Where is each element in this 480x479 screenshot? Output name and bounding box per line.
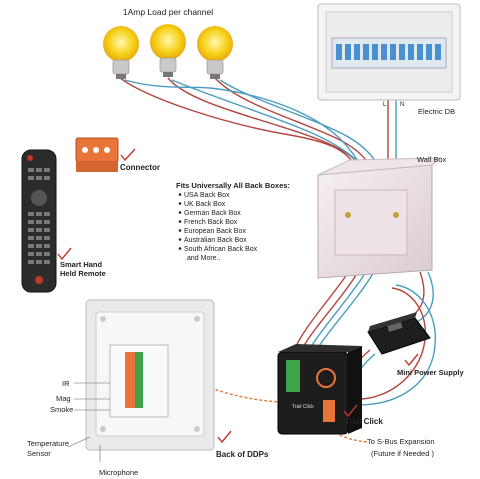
back-box-item: German Back Box — [184, 210, 241, 217]
remote-label-line2: Held Remote — [60, 269, 106, 278]
back-box-item: and More.. — [187, 255, 221, 262]
power-supply-check-icon — [404, 353, 419, 367]
back-of-ddps-label: Back of DDPs — [216, 450, 269, 459]
bulbs — [103, 24, 233, 79]
ddp-check-icon — [217, 430, 232, 444]
bulb-3 — [197, 26, 233, 79]
remote-check-icon — [57, 247, 72, 261]
microphone-label: Microphone — [99, 468, 138, 477]
back-box-bullet — [178, 238, 182, 241]
trail-click-terminals — [286, 360, 335, 422]
sensor-leaders — [67, 382, 110, 462]
sbus-label-line1: To S-Bus Expansion — [367, 437, 435, 446]
temperature-label-line2: Sensor — [27, 449, 51, 458]
back-box-item: South African Back Box — [184, 246, 258, 253]
electric-db — [317, 3, 461, 101]
mini-power-supply — [367, 312, 431, 355]
db-l-label: L — [383, 102, 387, 108]
back-box-bullet — [178, 247, 182, 250]
back-box-bullet — [178, 202, 182, 205]
temperature-label-line1: Temperature — [27, 439, 69, 448]
trail-click-device-label: Trail Click — [292, 404, 314, 410]
trail-click-label: Trail Click — [345, 417, 383, 426]
power-supply-label: Mini Power Supply — [397, 368, 465, 377]
wire-loop-1 — [344, 287, 426, 400]
back-box-item: USA Back Box — [184, 192, 230, 199]
breakers — [336, 44, 441, 60]
bulb-2 — [150, 24, 186, 77]
ir-label: IR — [62, 379, 70, 388]
db-n-label: N — [400, 102, 404, 108]
wire-red-1 — [119, 77, 361, 176]
smoke-label: Smoke — [50, 405, 73, 414]
connector-label: Connector — [120, 163, 160, 172]
remote-buttons — [28, 168, 50, 264]
ddp-terminals — [125, 352, 143, 408]
wall-box — [317, 157, 442, 279]
mag-label: Mag — [56, 394, 71, 403]
trail-click-logo: S — [323, 374, 328, 383]
back-box-bullet — [178, 220, 182, 223]
back-box-item: UK Back Box — [184, 201, 226, 208]
back-box-item: French Back Box — [184, 219, 238, 226]
ddp-panel — [85, 299, 215, 451]
sbus-label-line2: (Future if Needed ) — [371, 449, 434, 458]
connector-check-icon — [120, 148, 136, 162]
back-box-item: Australian Back Box — [184, 237, 247, 244]
back-box-item: European Back Box — [184, 228, 246, 235]
trail-click-check-icon — [343, 404, 358, 418]
connector — [75, 137, 119, 172]
back-box-heading: Fits Universally All Back Boxes: — [176, 181, 290, 190]
title-text: 1Amp Load per channel — [123, 7, 213, 17]
wire-loop-2 — [344, 284, 436, 406]
bulb-1 — [103, 26, 139, 79]
electric-db-label: Electric DB — [418, 107, 455, 116]
back-box-bullet — [178, 193, 182, 196]
remote-label-line1: Smart Hand — [60, 260, 103, 269]
back-box-bullet — [178, 211, 182, 214]
remote-control — [21, 149, 57, 293]
wall-box-label: Wall Box — [417, 155, 447, 164]
back-box-bullet — [178, 229, 182, 232]
back-box-list: Fits Universally All Back Boxes: USA Bac… — [176, 181, 290, 262]
